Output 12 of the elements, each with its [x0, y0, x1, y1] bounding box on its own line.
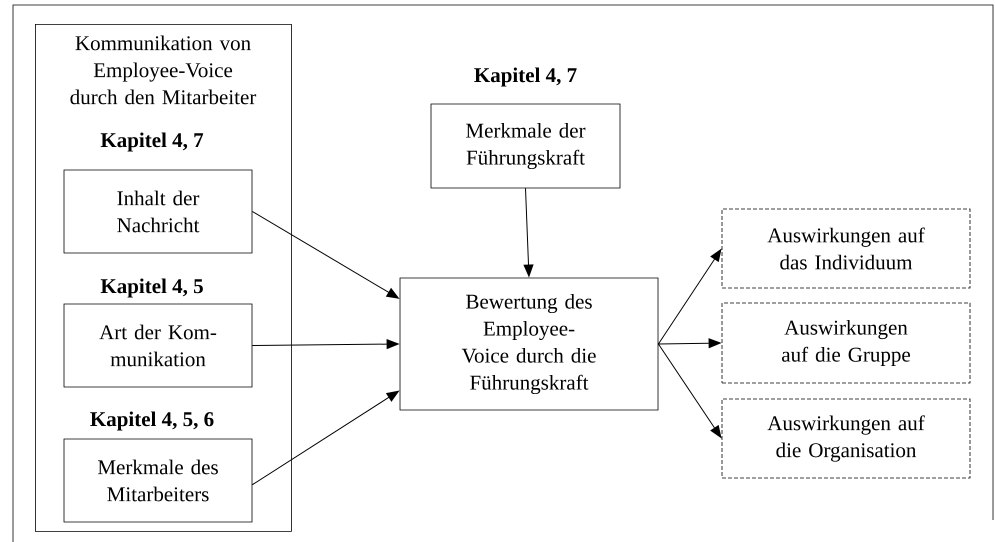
process-box: Auswirkungen auf das Individuum: [722, 208, 970, 288]
chapter-label: Kapitel 4, 5, 6: [90, 411, 214, 431]
process-box: Merkmale des Mitarbeiters: [64, 438, 252, 522]
process-box: Auswirkungen auf die Organisation: [722, 398, 970, 478]
chapter-label: Kapitel 4, 7: [100, 132, 204, 152]
process-box: Bewertung des Employee-Voice durch die Führungskraft: [400, 278, 658, 410]
process-box: Merkmale der Führungskraft: [430, 104, 620, 188]
process-box: Inhalt der Nachricht: [64, 170, 252, 254]
chapter-label: Kapitel 4, 7: [474, 67, 577, 87]
process-box: Art der Kom-munikation: [64, 304, 252, 388]
process-box: Auswirkungen auf die Gruppe: [722, 302, 970, 384]
chapter-label: Kapitel 4, 5: [100, 278, 203, 298]
